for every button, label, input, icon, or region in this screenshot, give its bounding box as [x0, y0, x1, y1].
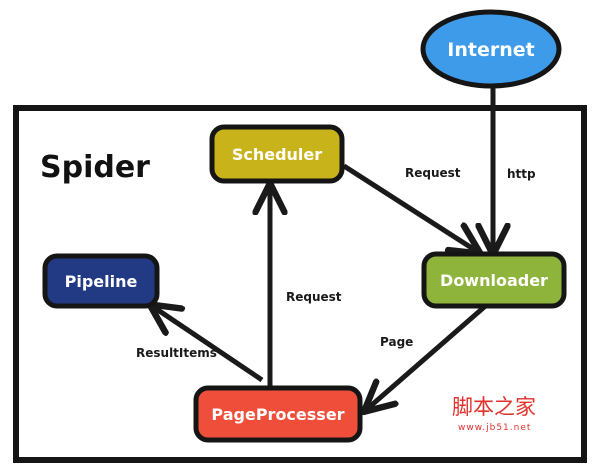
spider-frame — [13, 105, 587, 463]
node-pageprocesser: PageProcesser — [193, 385, 363, 443]
pipeline-label: Pipeline — [65, 272, 138, 291]
edge-label-page: Page — [380, 335, 413, 349]
scheduler-label: Scheduler — [232, 145, 322, 164]
pipeline-box — [42, 253, 160, 309]
downloader-box — [421, 251, 567, 309]
node-downloader: Downloader — [421, 251, 567, 309]
pageprocesser-box — [193, 385, 363, 443]
watermark: 脚本之家 www.jb51.net — [452, 395, 536, 433]
edge-processer-pipeline — [152, 306, 264, 383]
edge-label-request-scheduler: Request — [286, 290, 342, 304]
edge-label-resultitems: ResultItems — [136, 346, 217, 360]
edges — [152, 86, 493, 410]
edge-downloader-processer — [366, 300, 492, 410]
node-pipeline: Pipeline — [42, 253, 160, 309]
watermark-url: www.jb51.net — [458, 423, 531, 433]
watermark-logo: 脚本之家 — [452, 395, 536, 419]
internet-label: Internet — [447, 39, 534, 61]
scheduler-box — [209, 124, 345, 184]
edge-label-http: http — [507, 167, 536, 181]
edge-label-request-downloader: Request — [405, 166, 461, 180]
node-internet: Internet — [420, 9, 562, 89]
pageprocesser-label: PageProcesser — [211, 405, 344, 424]
downloader-label: Downloader — [440, 271, 548, 290]
spider-title: Spider — [40, 150, 150, 185]
internet-ellipse — [420, 9, 562, 89]
edge-scheduler-downloader — [342, 163, 478, 252]
node-scheduler: Scheduler — [209, 124, 345, 184]
